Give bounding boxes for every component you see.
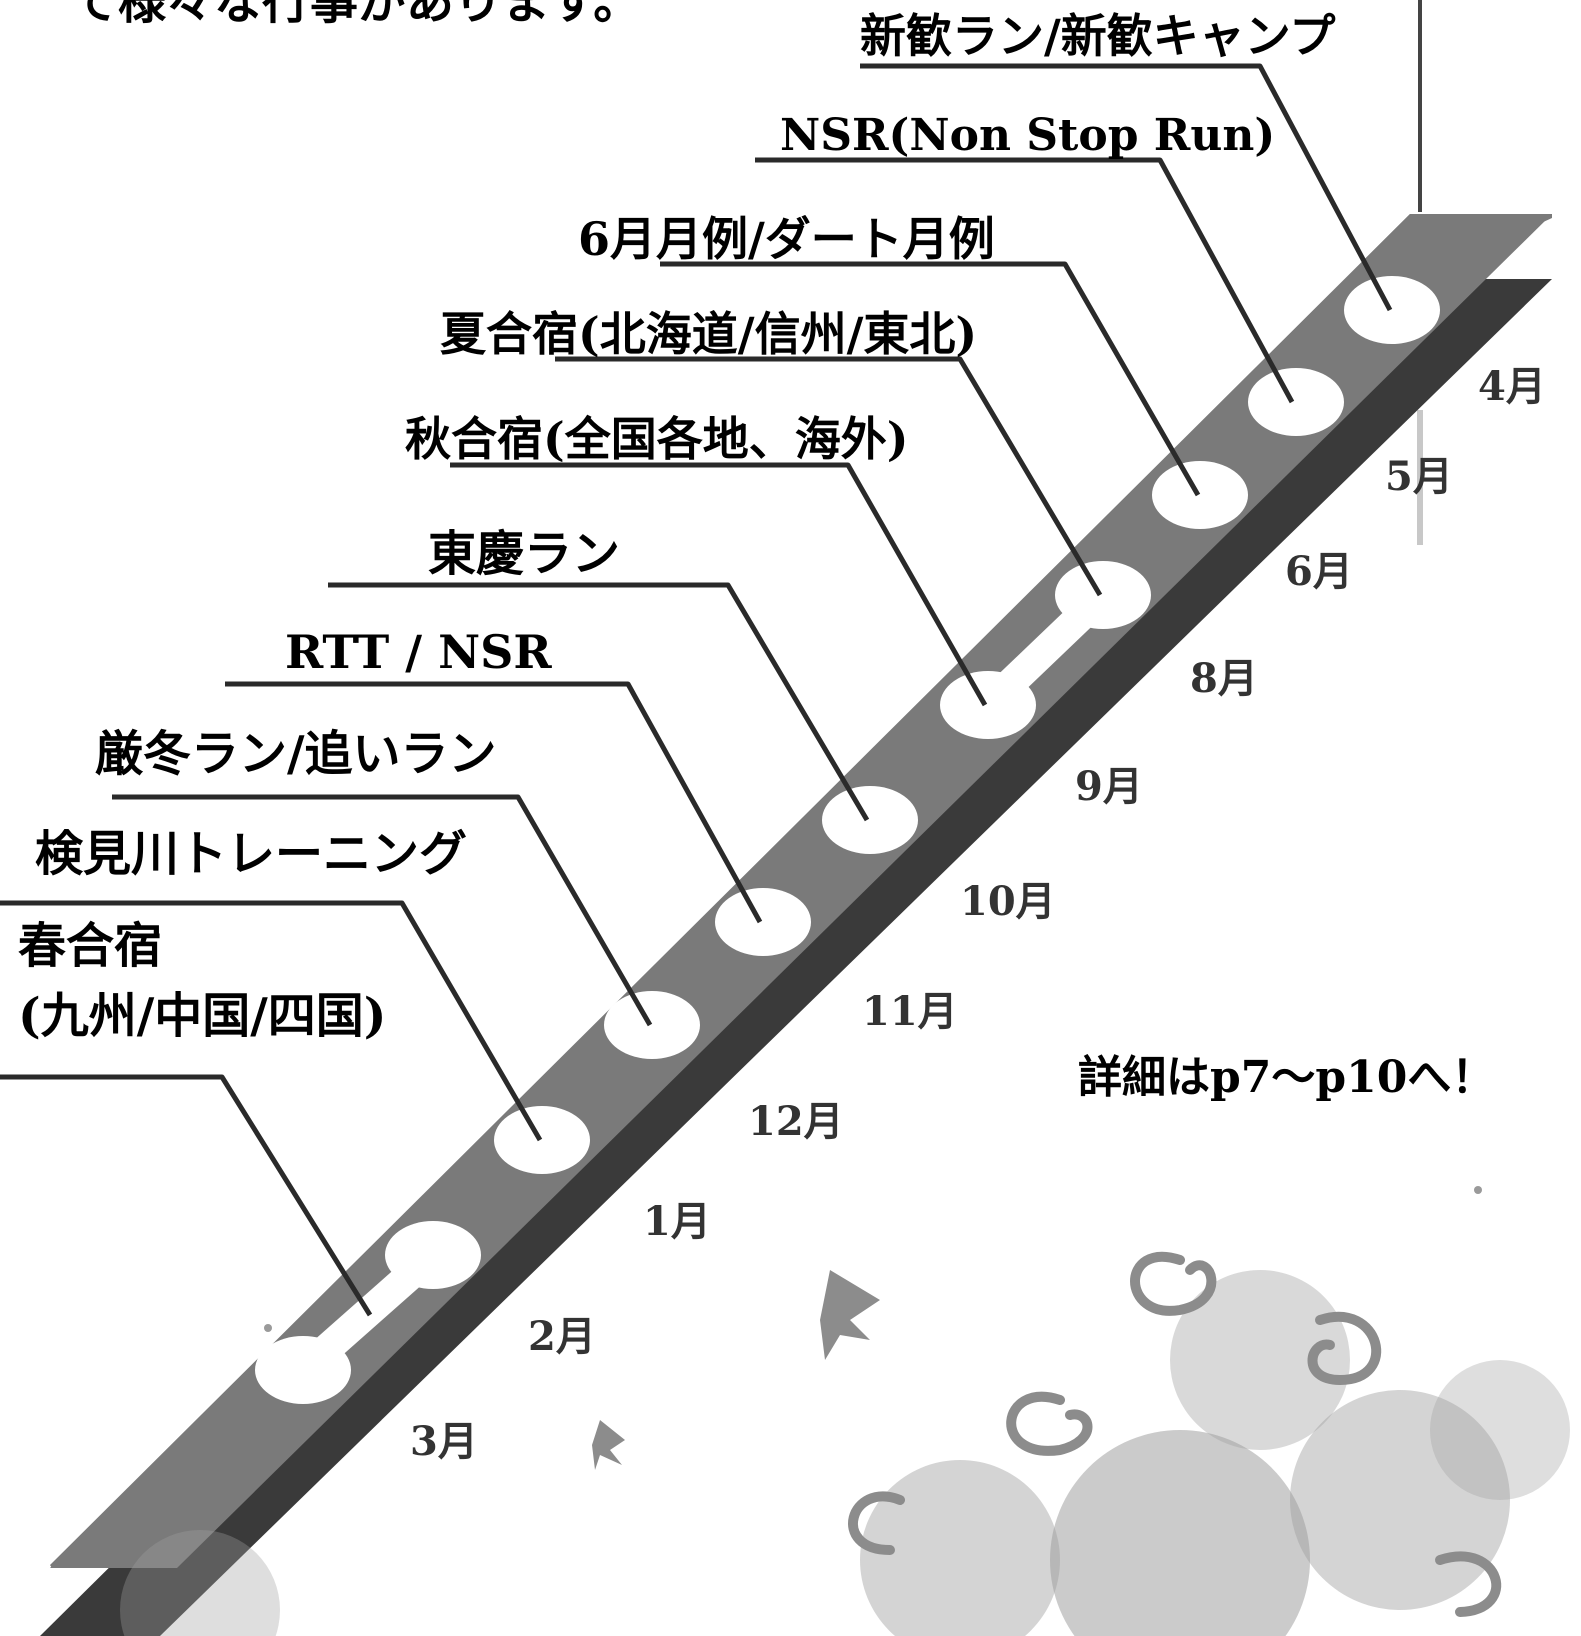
month-label: 2月 — [528, 1313, 596, 1360]
event-label: 新歓ラン/新歓キャンプ — [860, 9, 1335, 63]
month-label: 5月 — [1385, 453, 1453, 500]
detail-note: 詳細はp7～p10へ！ — [1078, 1052, 1495, 1103]
month-label: 1月 — [643, 1198, 711, 1245]
event-label: 6月月例/ダート月例 — [578, 212, 995, 266]
month-label: 4月 — [1478, 363, 1546, 410]
leader-line — [755, 157, 1295, 404]
month-slot — [715, 888, 811, 956]
leader-line — [328, 582, 870, 822]
event-label: 春合宿 — [18, 918, 162, 974]
floral-decoration — [120, 1270, 1570, 1636]
month-slot — [494, 1106, 590, 1174]
event-label: NSR(Non Stop Run) — [780, 110, 1275, 161]
month-labels: 4月 5月 6月 8月 9月 10月 11月 12月 1月 2月 3月 — [410, 363, 1546, 1465]
swirl-decoration — [848, 1251, 1502, 1617]
leader-line — [0, 1074, 373, 1317]
leader-line — [555, 356, 1103, 597]
event-label: RTT / NSR — [285, 625, 552, 679]
month-label: 3月 — [410, 1418, 478, 1465]
leader-line — [112, 794, 653, 1027]
event-label: 秋合宿(全国各地、海外) — [405, 412, 909, 466]
dot-decoration — [1474, 1186, 1482, 1194]
event-label: 東慶ラン — [428, 526, 620, 582]
month-slot — [1344, 276, 1440, 344]
intro-text: て様々な行事があります。 — [70, 0, 641, 30]
month-slot — [1152, 461, 1248, 529]
bird-icon — [592, 1270, 880, 1470]
event-label: 検見川トレーニング — [35, 826, 467, 882]
month-slot — [822, 786, 918, 854]
month-label: 9月 — [1075, 763, 1143, 810]
leader-line — [225, 681, 763, 924]
leader-line — [450, 462, 988, 707]
leader-line — [860, 63, 1393, 312]
event-label: 厳冬ラン/追いラン — [95, 726, 497, 782]
slot-connector — [977, 584, 1114, 716]
month-slot — [604, 991, 700, 1059]
month-label: 11月 — [862, 988, 958, 1035]
month-slot — [1248, 368, 1344, 436]
leader-line — [0, 900, 543, 1142]
month-label: 12月 — [748, 1098, 844, 1145]
dot-decoration — [264, 1324, 272, 1332]
month-label: 10月 — [960, 878, 1056, 925]
event-label: 夏合宿(北海道/信州/東北) — [440, 307, 977, 361]
month-label: 8月 — [1190, 655, 1258, 702]
event-labels: 新歓ラン/新歓キャンプ NSR(Non Stop Run) 6月月例/ダート月例夏合… — [18, 9, 1335, 1044]
leader-lines — [0, 63, 1393, 1317]
event-label: (九州/中国/四国) — [18, 988, 387, 1044]
leader-line — [660, 261, 1201, 497]
month-label: 6月 — [1285, 548, 1353, 595]
